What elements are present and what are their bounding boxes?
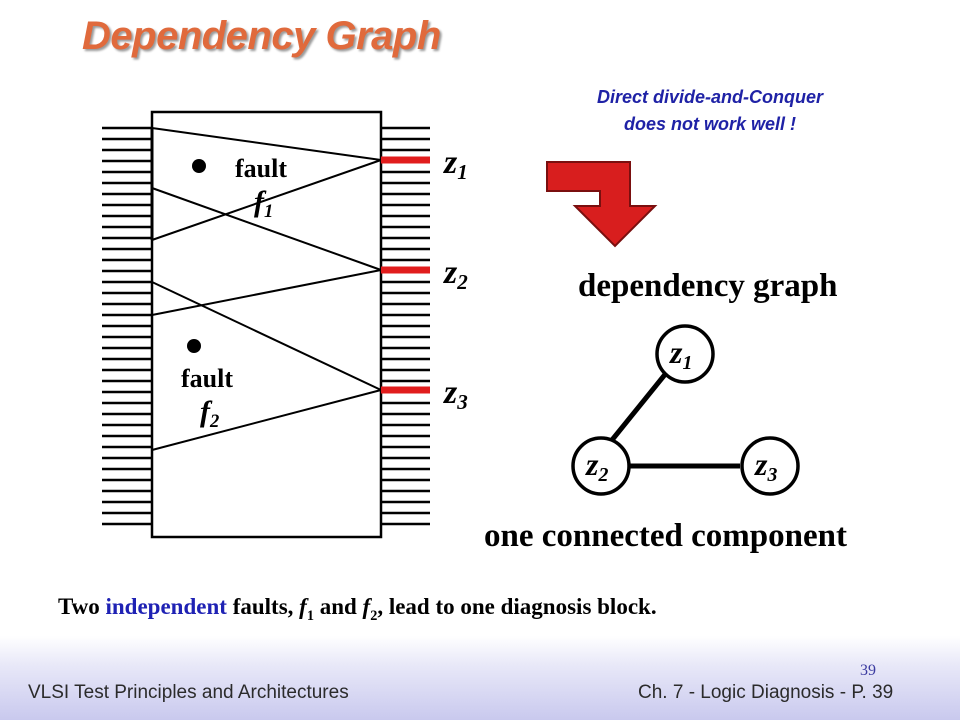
output-var: z xyxy=(444,254,458,291)
caption-text: , lead to one diagnosis block. xyxy=(377,594,657,619)
edge-z1-z2 xyxy=(610,370,669,442)
graph-node-z1 xyxy=(655,324,715,384)
caption-f2-var: f xyxy=(362,594,371,619)
output-sub: 3 xyxy=(457,390,468,414)
graph-node-z3 xyxy=(740,436,800,496)
fault-1-label: fault xyxy=(235,154,287,183)
node-var: z xyxy=(586,446,599,482)
node-var: z xyxy=(755,446,768,482)
cone-line xyxy=(151,269,382,316)
graph-heading: dependency graph xyxy=(578,268,838,304)
node-sub: 2 xyxy=(598,464,609,486)
caption-f2-sub: 2 xyxy=(370,608,378,624)
fault-1-symbol: f1 xyxy=(254,185,273,223)
slide-title: Dependency Graph xyxy=(82,14,441,58)
output-z3-label: z3 xyxy=(444,374,468,415)
node-sub: 3 xyxy=(767,464,778,486)
cone-line xyxy=(151,159,382,241)
graph-node-z2-label: z2 xyxy=(586,446,608,487)
caption-text: and xyxy=(313,594,363,619)
fault-2-dot xyxy=(187,339,201,353)
caption-text: Two xyxy=(58,594,106,619)
input-pins xyxy=(102,126,152,526)
fault-1-var: f xyxy=(254,185,264,218)
highlighted-outputs xyxy=(381,156,430,394)
diagram-caption: Two independent faults, f1 and f2, lead … xyxy=(58,594,657,625)
caption-f1-var: f xyxy=(299,594,307,619)
caption-f1-sub: 1 xyxy=(306,608,314,624)
fault-2-label: fault xyxy=(181,364,233,393)
cone-line xyxy=(151,281,382,391)
output-pins xyxy=(381,126,430,526)
graph-caption: one connected component xyxy=(484,518,847,554)
footer-course-title: VLSI Test Principles and Architectures xyxy=(28,682,349,703)
note-line-1: Direct divide-and-Conquer xyxy=(596,87,824,107)
down-arrow-icon xyxy=(546,161,658,248)
cone-line xyxy=(151,389,382,451)
graph-node-z3-label: z3 xyxy=(755,446,777,487)
graph-node-z1-label: z1 xyxy=(670,334,692,375)
footer-bar xyxy=(0,636,960,720)
fault-2-sub: 2 xyxy=(210,411,220,432)
logic-block xyxy=(150,110,383,539)
output-z1-label: z1 xyxy=(444,144,468,185)
fault-1-sub: 1 xyxy=(264,201,274,222)
output-sub: 1 xyxy=(457,160,468,184)
output-var: z xyxy=(444,374,458,411)
graph-node-z2 xyxy=(571,436,631,496)
note-line-2: does not work well ! xyxy=(623,114,797,134)
node-sub: 1 xyxy=(682,352,693,374)
caption-independent: independent xyxy=(105,594,227,619)
cone-line xyxy=(151,127,382,161)
node-var: z xyxy=(670,334,683,370)
cone-line xyxy=(151,187,382,271)
fault-2-symbol: f2 xyxy=(200,395,219,433)
cone-lines xyxy=(150,127,382,451)
caption-text: faults, xyxy=(226,594,300,619)
graph-nodes xyxy=(571,324,800,496)
output-sub: 2 xyxy=(457,270,468,294)
fault-2-var: f xyxy=(200,395,210,428)
note-text: Direct divide-and-Conquer does not work … xyxy=(520,84,900,138)
output-var: z xyxy=(444,144,458,181)
graph-edges xyxy=(610,370,740,469)
fault-1-dot xyxy=(192,159,206,173)
output-z2-label: z2 xyxy=(444,254,468,295)
page-number: 39 xyxy=(860,662,876,679)
footer-chapter: Ch. 7 - Logic Diagnosis - P. 39 xyxy=(638,682,894,703)
